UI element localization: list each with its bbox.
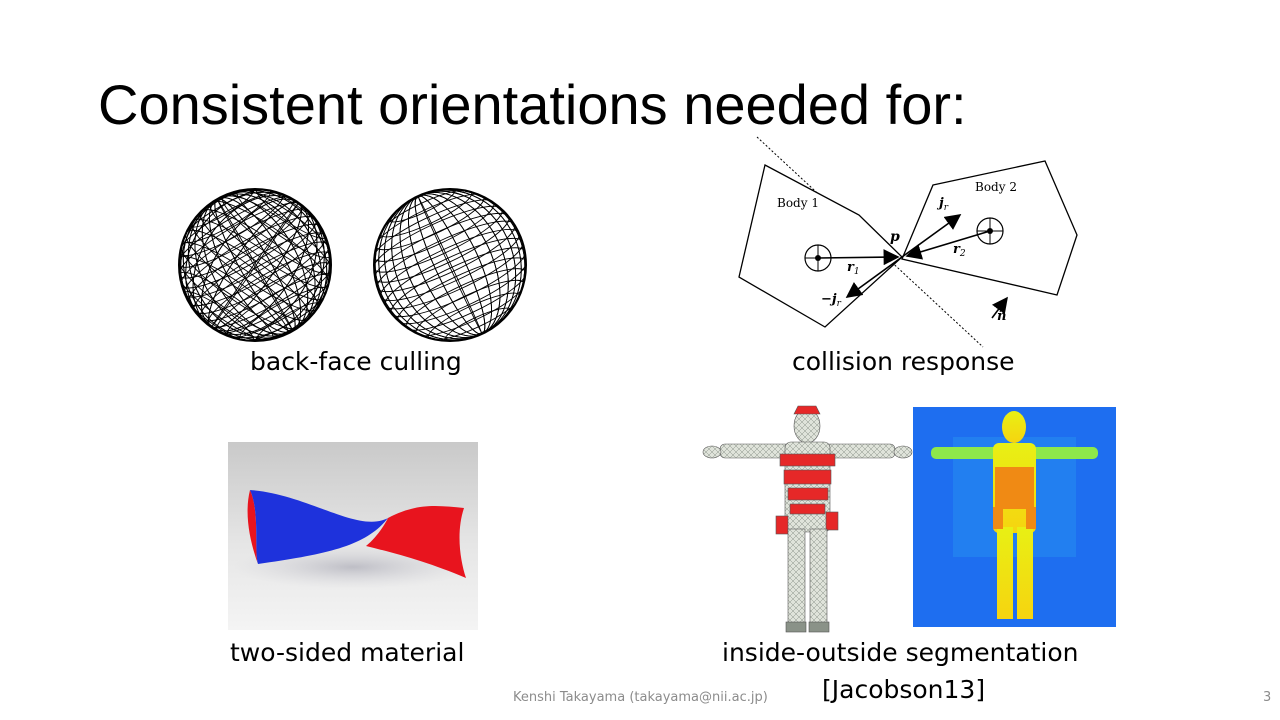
r2-label: r2 — [953, 242, 966, 259]
r2-vector — [905, 230, 991, 260]
sphere-culled — [178, 188, 332, 342]
neg-jr-label: −jr — [821, 292, 842, 309]
caption-inside-outside-line1: inside-outside segmentation — [722, 638, 1079, 667]
slide-title: Consistent orientations needed for: — [98, 73, 967, 136]
collision-diagram: Body 1 Body 2 p r1 r2 jr −jr n̂ — [738, 136, 1078, 348]
normal-vector — [991, 296, 1008, 319]
body-2-label: Body 2 — [975, 180, 1017, 194]
jr-vector — [901, 214, 962, 258]
footer-page-number: 3 — [1263, 690, 1272, 705]
jr-label: jr — [936, 196, 949, 213]
caption-two-sided-material: two-sided material — [230, 638, 465, 667]
body-1-label: Body 1 — [777, 196, 819, 210]
ribbon-red-face — [366, 506, 466, 578]
caption-collision-response: collision response — [792, 347, 1015, 376]
r1-label: r1 — [847, 260, 860, 277]
sphere-wireframe-figure — [178, 188, 527, 342]
armored-figure-mesh — [702, 405, 913, 633]
caption-inside-outside-line2: [Jacobson13] — [822, 675, 986, 704]
n-hat-label: n̂ — [997, 309, 1006, 324]
inside-outside-heatmap — [913, 407, 1116, 627]
sphere-full — [373, 188, 527, 342]
contact-plane-line — [756, 136, 984, 348]
footer-author: Kenshi Takayama (takayama@nii.ac.jp) — [513, 690, 768, 705]
p-label: p — [890, 229, 900, 245]
ribbon-red-back — [247, 490, 258, 564]
neg-jr-vector — [845, 256, 903, 298]
two-sided-ribbon-figure — [228, 442, 478, 630]
r1-vector — [817, 249, 900, 266]
ribbon-blue-face — [250, 490, 388, 564]
caption-back-face-culling: back-face culling — [250, 347, 462, 376]
